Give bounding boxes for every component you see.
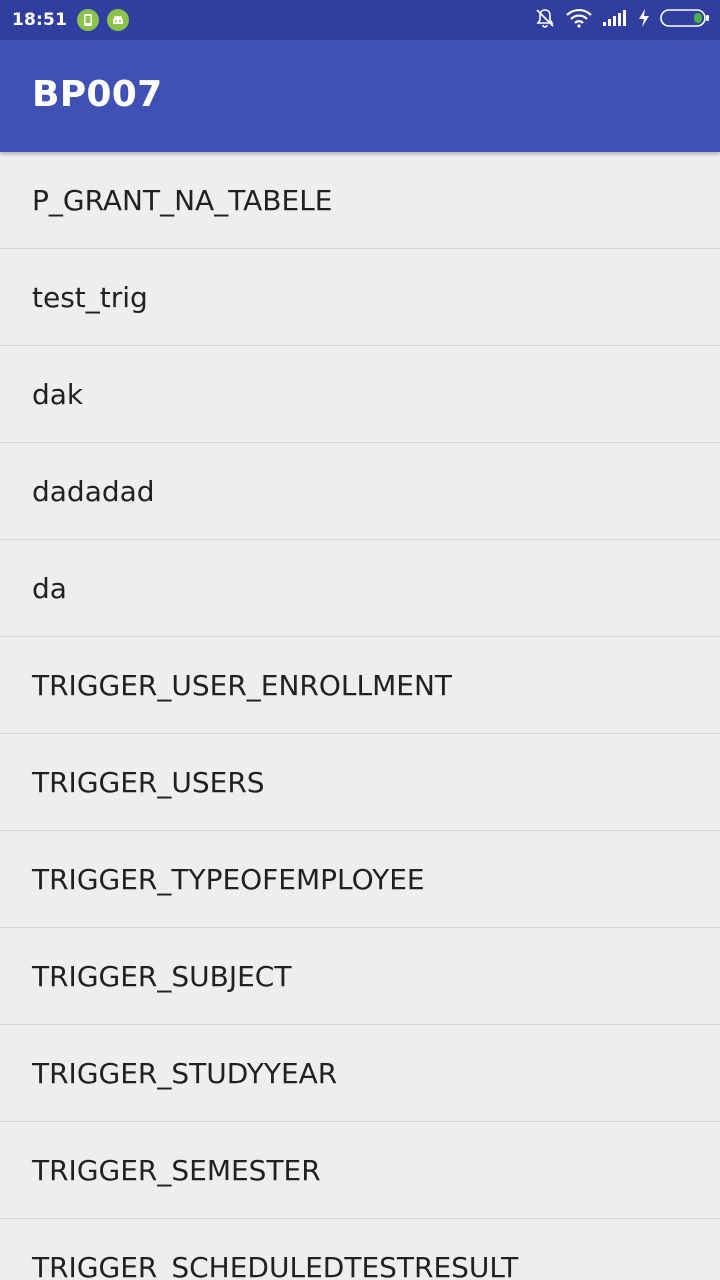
list-item-label: dak: [32, 377, 84, 411]
list-item[interactable]: TRIGGER_SEMESTER: [0, 1122, 720, 1219]
app-bar: BP007: [0, 40, 720, 152]
signal-icon: [602, 9, 628, 32]
list-item[interactable]: dadadad: [0, 443, 720, 540]
list-item[interactable]: test_trig: [0, 249, 720, 346]
phone-notification-icon: [77, 9, 100, 31]
list-item-label: TRIGGER_STUDYYEAR: [32, 1056, 338, 1090]
list-item[interactable]: TRIGGER_STUDYYEAR: [0, 1025, 720, 1122]
list-item-label: TRIGGER_SEMESTER: [32, 1153, 321, 1187]
list-item-label: test_trig: [32, 280, 148, 314]
list-item[interactable]: TRIGGER_USER_ENROLLMENT: [0, 637, 720, 734]
status-bar: 18:51: [0, 0, 720, 40]
list-item[interactable]: TRIGGER_USERS: [0, 734, 720, 831]
list-item-label: TRIGGER_USERS: [32, 765, 265, 799]
list-item[interactable]: da: [0, 540, 720, 637]
list-item[interactable]: dak: [0, 346, 720, 443]
battery-icon: [660, 8, 710, 33]
list-item-label: da: [32, 571, 67, 605]
list-item[interactable]: TRIGGER_SCHEDULEDTESTRESULT: [0, 1219, 720, 1280]
list-item-label: P_GRANT_NA_TABELE: [32, 183, 333, 217]
charging-bolt-icon: [638, 8, 650, 33]
list-item[interactable]: TRIGGER_TYPEOFEMPLOYEE: [0, 831, 720, 928]
list-item[interactable]: P_GRANT_NA_TABELE: [0, 152, 720, 249]
android-notification-icon: [107, 9, 130, 31]
status-time: 18:51: [12, 10, 68, 30]
list-item-label: TRIGGER_SCHEDULEDTESTRESULT: [32, 1250, 519, 1280]
list-item-label: TRIGGER_SUBJECT: [32, 959, 292, 993]
status-icons: [534, 7, 710, 34]
trigger-list: P_GRANT_NA_TABELE test_trig dak dadadad …: [0, 152, 720, 1280]
list-item-label: TRIGGER_USER_ENROLLMENT: [32, 668, 452, 702]
bell-off-icon: [534, 7, 556, 34]
list-item-label: dadadad: [32, 474, 155, 508]
page-title: BP007: [32, 73, 163, 115]
list-item-label: TRIGGER_TYPEOFEMPLOYEE: [32, 862, 425, 896]
wifi-icon: [566, 8, 592, 33]
list-item[interactable]: TRIGGER_SUBJECT: [0, 928, 720, 1025]
